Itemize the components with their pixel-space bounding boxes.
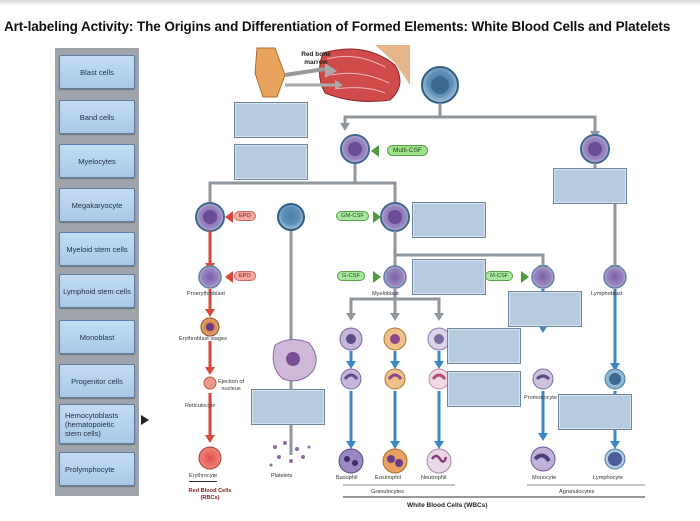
epo-badge-1: EPO (234, 211, 256, 221)
monocyte-label: Monocyte (532, 475, 557, 481)
rbcs-label: Red Blood Cells (RBCs) (188, 488, 232, 501)
agranulocytes-label: Agranulocytes (559, 489, 595, 495)
erythrocyte-label: Erythrocyte (189, 473, 218, 482)
erythroblast-stages-label: Erythroblast stages (179, 336, 227, 342)
drop-target-6[interactable] (508, 291, 582, 327)
label-progenitor-cells[interactable]: Progenitor cells (59, 364, 135, 398)
red-bone-marrow-label: Red bone marrow (301, 51, 331, 66)
label-myelocytes[interactable]: Myelocytes (59, 144, 135, 178)
m-csf-badge: M-CSF (485, 271, 514, 281)
label-megakaryocyte[interactable]: Megakaryocyte (59, 188, 135, 222)
drop-target-1[interactable] (234, 102, 308, 138)
multi-csf-badge: Multi-CSF (387, 145, 428, 156)
page-title: Art-labeling Activity: The Origins and D… (4, 19, 671, 34)
label-band-cells[interactable]: Band cells (59, 100, 135, 134)
wbcs-label: White Blood Cells (WBCs) (407, 502, 488, 509)
promonocyte-label: Promonocyte (524, 395, 557, 401)
drop-target-9[interactable] (251, 389, 325, 425)
diagram-graphics (195, 45, 645, 498)
granulocytes-label: Granulocytes (371, 489, 404, 495)
neutrophil-label: Neutrophil (421, 475, 447, 481)
label-prolymphocyte[interactable]: Prolymphocyte (59, 452, 135, 486)
drop-target-10[interactable] (558, 394, 632, 430)
label-myeloid-stem-cells[interactable]: Myeloid stem cells (59, 232, 135, 266)
drop-target-5[interactable] (412, 259, 486, 295)
drop-target-3[interactable] (553, 168, 627, 204)
label-hemocytoblasts[interactable]: Hemocytoblasts (hematopoietic stem cells… (59, 404, 135, 444)
bone-marrow-illustration (254, 45, 410, 102)
lymphoblast-label: Lymphoblast (591, 291, 623, 297)
platelets-label: Platelets (271, 473, 293, 479)
drop-target-8[interactable] (447, 371, 521, 407)
lymphocyte-label: Lymphocyte (593, 475, 623, 481)
drop-target-4[interactable] (412, 202, 486, 238)
top-bar (0, 0, 700, 6)
myeloblast-label: Myeloblast (372, 291, 399, 297)
epo-badge-2: EPO (234, 271, 256, 281)
gm-csf-badge: GM-CSF (336, 211, 369, 221)
drop-target-7[interactable] (447, 328, 521, 364)
label-blast-cells[interactable]: Blast cells (59, 55, 135, 89)
drop-target-2[interactable] (234, 144, 308, 180)
label-bank: Blast cells Band cells Myelocytes Megaka… (55, 48, 139, 496)
proerythroblast-label: Proerythroblast (187, 291, 225, 297)
eosinophil-label: Eosinophil (375, 475, 401, 481)
label-monoblast[interactable]: Monoblast (59, 320, 135, 354)
reticulocyte-label: Reticulocyte (185, 403, 216, 409)
mouse-cursor-icon (141, 415, 149, 425)
label-lymphoid-stem-cells[interactable]: Lymphoid stem cells (59, 274, 135, 308)
basophil-label: Basophil (336, 475, 358, 481)
diagram-area: Red bone marrow Multi-CSF EPO GM-CSF EPO… (175, 45, 665, 515)
ejection-of-nucleus-label: Ejection of nucleus (217, 379, 245, 392)
g-csf-badge: G-CSF (337, 271, 366, 281)
